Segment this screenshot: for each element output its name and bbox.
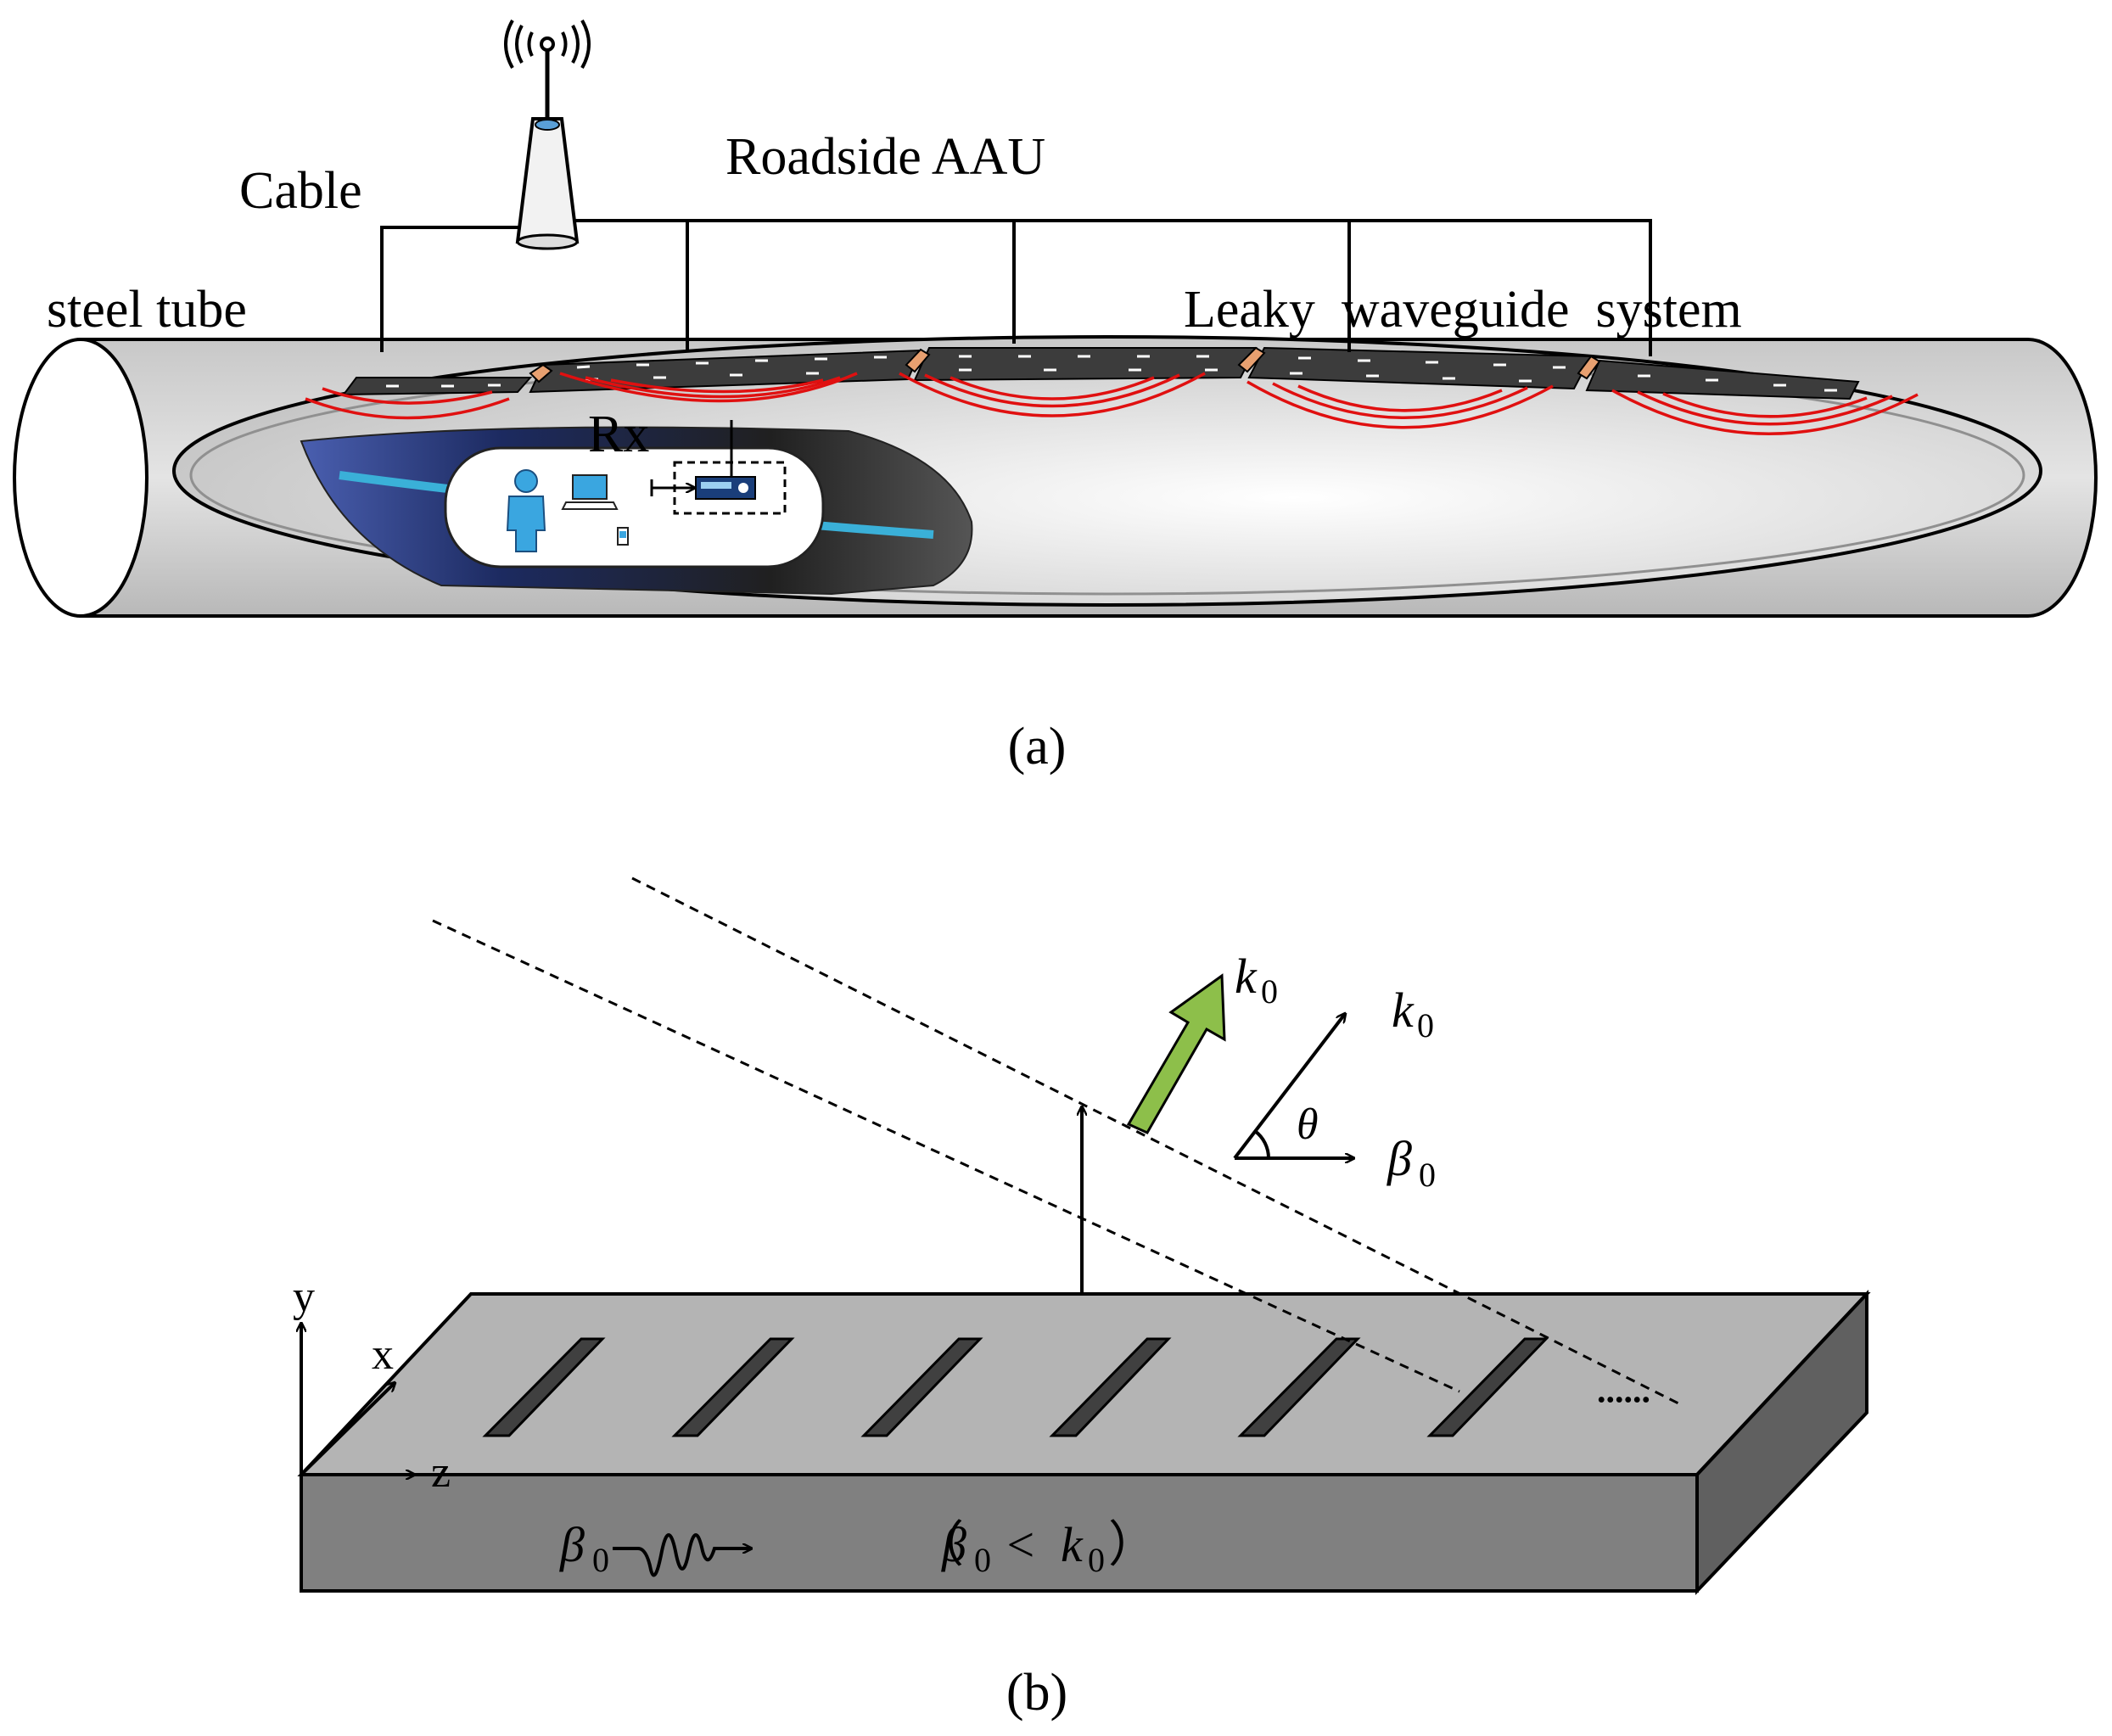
label-beta0-vector: β 0 [1387, 1131, 1436, 1194]
coordinate-axes [301, 1324, 414, 1475]
tube-opening [13, 338, 148, 618]
guided-wave-squiggle [613, 1533, 751, 1577]
slot [482, 1337, 606, 1437]
slot [860, 1337, 983, 1437]
svg-text:0: 0 [1088, 1541, 1105, 1579]
panel-a: Cable Roadside AAU steel tube Leaky wave… [13, 20, 2098, 776]
svg-text:k: k [1235, 949, 1258, 1004]
radiation-waves [305, 372, 1919, 435]
svg-text:k: k [1061, 1517, 1084, 1572]
axis-label-z: z [431, 1448, 451, 1497]
person-icon [506, 469, 546, 552]
svg-text:）: ） [1108, 1517, 1157, 1572]
label-steel-tube: steel tube [47, 281, 247, 339]
label-rx: Rx [588, 406, 649, 463]
slot [671, 1337, 795, 1437]
waveguide-segments [341, 346, 1860, 400]
label-cable: Cable [239, 162, 362, 220]
waveguide-slots [386, 355, 1837, 392]
axis-label-y: y [293, 1273, 315, 1321]
label-condition: （ β 0 < k 0 ） [915, 1517, 1157, 1579]
train [300, 420, 973, 596]
slot [1049, 1337, 1172, 1437]
label-leaky-waveguide-system: Leaky waveguide system [1184, 281, 1742, 339]
svg-text:（: （ [915, 1517, 964, 1572]
svg-text:β: β [941, 1517, 966, 1572]
label-beta0-wave: β 0 [559, 1517, 609, 1579]
svg-text:0: 0 [1417, 1006, 1434, 1044]
panel-b: ...... k 0 θ k 0 β 0 [293, 876, 1871, 1722]
phase-front-lines [432, 876, 1681, 1406]
axis-label-x: x [372, 1330, 394, 1379]
label-k0-vector: k 0 [1392, 983, 1434, 1044]
waveguide-slot-array [482, 1337, 1549, 1437]
slot [1237, 1337, 1361, 1437]
svg-text:k: k [1392, 983, 1415, 1038]
slot [1426, 1337, 1549, 1437]
wave-vector-diagram [1233, 1014, 1353, 1158]
slab-side-face [1695, 1289, 1868, 1595]
svg-text:0: 0 [1261, 972, 1278, 1011]
phone-icon [617, 527, 629, 546]
green-k0-arrow [1126, 973, 1226, 1134]
label-theta: θ [1297, 1100, 1319, 1149]
laptop-icon [561, 474, 619, 510]
feed-cables [380, 219, 1652, 356]
svg-text:β: β [1387, 1131, 1412, 1186]
svg-text:β: β [559, 1517, 585, 1572]
svg-text:0: 0 [592, 1541, 609, 1579]
svg-text:0: 0 [974, 1541, 991, 1579]
label-roadside-aau: Roadside AAU [725, 128, 1045, 186]
train-window-bubble [444, 446, 825, 568]
caption-a: (a) [1008, 718, 1067, 776]
label-k0-green: k 0 [1235, 949, 1278, 1011]
svg-text:<: < [994, 1517, 1047, 1572]
aau-antenna-icon [504, 20, 591, 250]
receiver-icon [695, 476, 756, 500]
caption-b: (b) [1006, 1664, 1067, 1722]
svg-text:0: 0 [1419, 1156, 1436, 1194]
